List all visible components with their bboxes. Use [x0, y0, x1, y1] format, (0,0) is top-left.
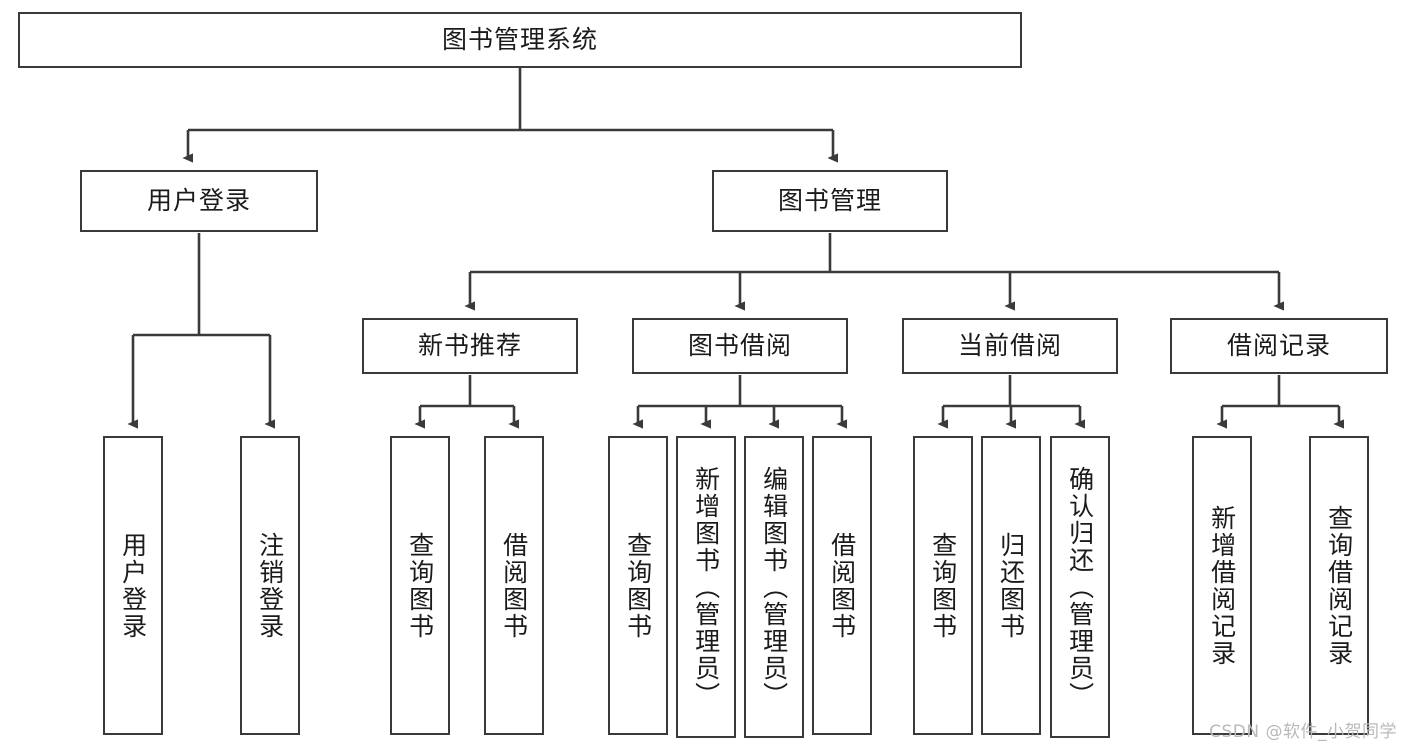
node-label: 查询图书	[405, 531, 435, 640]
node-label: 归还图书	[996, 531, 1026, 640]
node-label: 编辑图书（管理员）	[759, 465, 789, 709]
leaf-current-confirm-return-admin[interactable]: 确认归还（管理员）	[1050, 436, 1110, 738]
node-label: 借阅图书	[499, 531, 529, 640]
node-book-management[interactable]: 图书管理	[712, 170, 948, 232]
node-root-system[interactable]: 图书管理系统	[18, 12, 1022, 68]
node-label: 用户登录	[118, 531, 148, 640]
node-label: 查询借阅记录	[1324, 504, 1354, 667]
node-label: 确认归还（管理员）	[1065, 465, 1095, 709]
leaf-borrow-edit-book-admin[interactable]: 编辑图书（管理员）	[744, 436, 804, 738]
leaf-record-query-record[interactable]: 查询借阅记录	[1309, 436, 1369, 735]
node-borrow-record[interactable]: 借阅记录	[1170, 318, 1388, 374]
node-label: 查询图书	[623, 531, 653, 640]
node-label: 当前借阅	[957, 331, 1062, 360]
leaf-user-login[interactable]: 用户登录	[103, 436, 163, 735]
leaf-current-return-book[interactable]: 归还图书	[981, 436, 1041, 735]
node-label: 查询图书	[928, 531, 958, 640]
leaf-borrow-borrow-book[interactable]: 借阅图书	[812, 436, 872, 735]
leaf-newbook-borrow-book[interactable]: 借阅图书	[484, 436, 544, 735]
node-label: 图书借阅	[687, 331, 792, 360]
csdn-watermark: CSDN @软件_小贺同学	[1209, 722, 1397, 742]
node-book-borrow[interactable]: 图书借阅	[632, 318, 848, 374]
node-label: 用户登录	[146, 186, 251, 215]
leaf-borrow-add-book-admin[interactable]: 新增图书（管理员）	[676, 436, 736, 738]
node-label: 图书管理	[777, 186, 882, 215]
leaf-record-add-record[interactable]: 新增借阅记录	[1192, 436, 1252, 735]
node-new-book-recommend[interactable]: 新书推荐	[362, 318, 578, 374]
leaf-current-query-book[interactable]: 查询图书	[913, 436, 973, 735]
node-label: 新书推荐	[417, 331, 522, 360]
node-label: 借阅记录	[1226, 331, 1331, 360]
leaf-user-logout[interactable]: 注销登录	[240, 436, 300, 735]
node-label: 新增借阅记录	[1207, 504, 1237, 667]
node-label: 借阅图书	[827, 531, 857, 640]
node-label: 注销登录	[255, 531, 285, 640]
node-current-borrow[interactable]: 当前借阅	[902, 318, 1118, 374]
node-user-login[interactable]: 用户登录	[80, 170, 318, 232]
node-label: 图书管理系统	[441, 25, 598, 54]
node-label: 新增图书（管理员）	[691, 465, 721, 709]
leaf-borrow-query-book[interactable]: 查询图书	[608, 436, 668, 735]
leaf-newbook-query-book[interactable]: 查询图书	[390, 436, 450, 735]
